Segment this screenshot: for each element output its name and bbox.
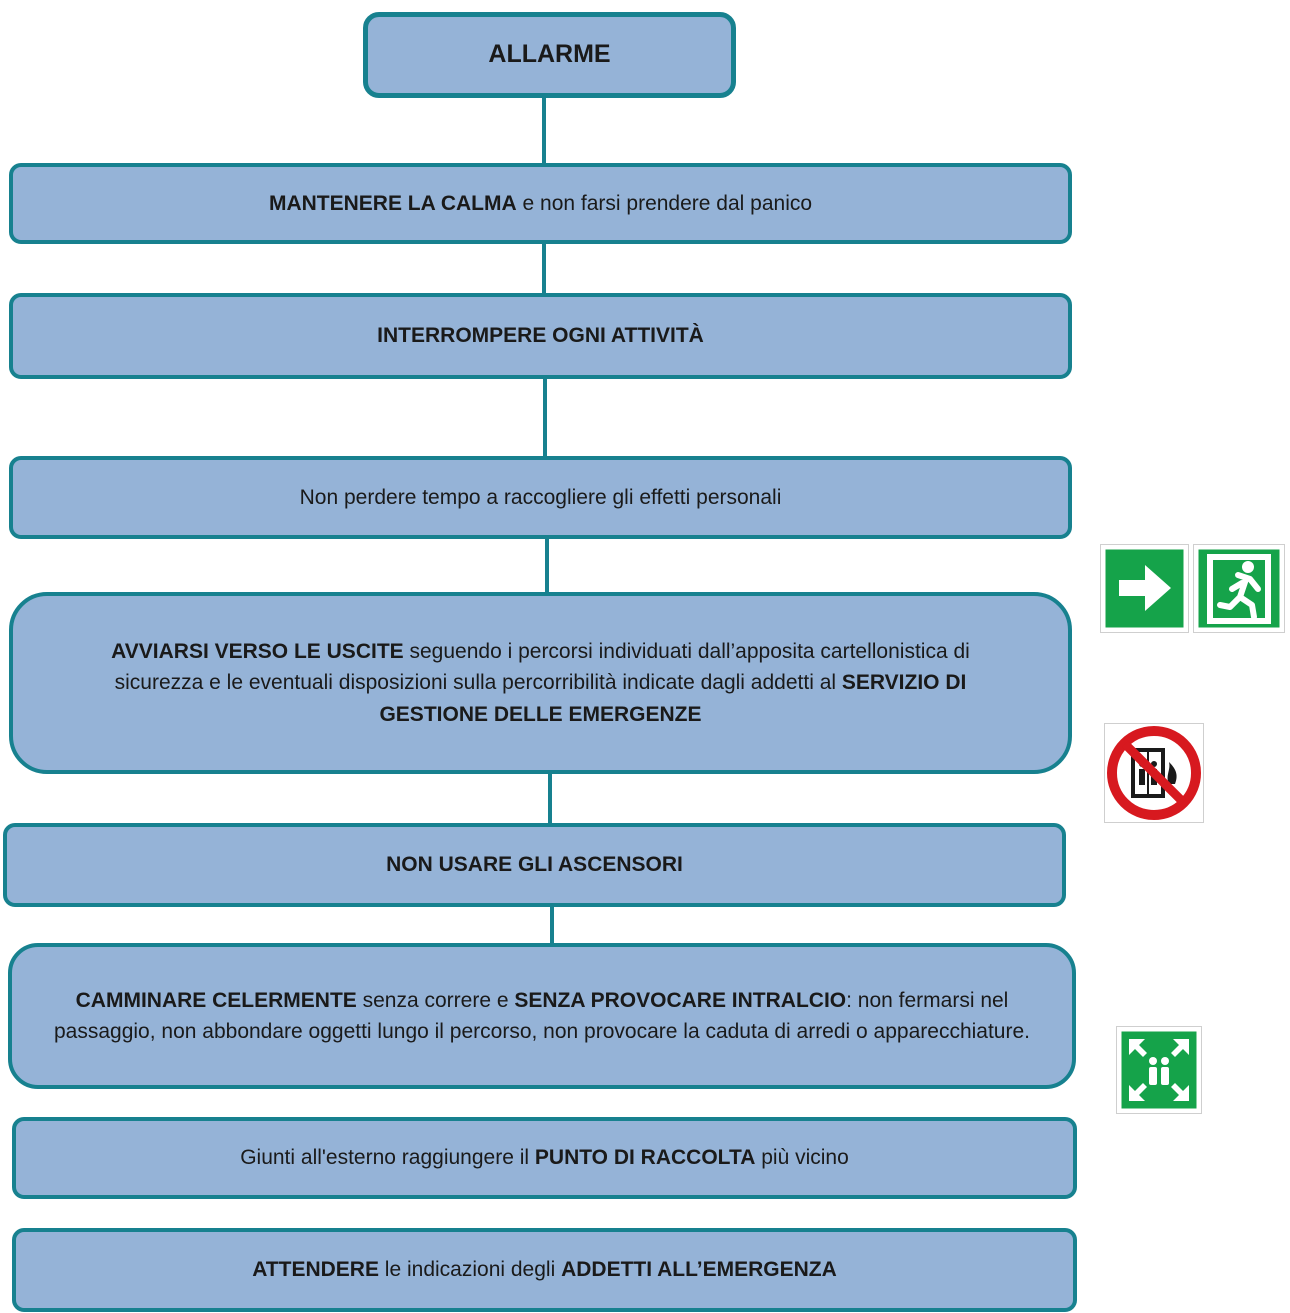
step-text-regular: senza correre e	[356, 988, 515, 1012]
step-text: Giunti all'esterno raggiungere il PUNTO …	[240, 1142, 849, 1174]
alarm-title: ALLARME	[363, 12, 736, 98]
step-box-stop-activities: INTERROMPERE OGNI ATTIVITÀ	[9, 293, 1072, 379]
connector-line	[545, 537, 549, 593]
step-text-bold: ADDETTI ALL’EMERGENZA	[561, 1258, 837, 1282]
emergency-exit-running-man-sign-icon	[1193, 544, 1285, 633]
step-text: AVVIARSI VERSO LE USCITE seguendo i perc…	[103, 636, 978, 731]
step-text-regular: Non perdere tempo a raccogliere gli effe…	[299, 485, 782, 509]
connector-line	[542, 95, 546, 165]
step-text-regular: seguendo i percorsi individuati dall’app…	[114, 639, 970, 695]
step-text-bold: INTERROMPERE OGNI ATTIVITÀ	[377, 324, 704, 348]
step-text-regular: Giunti all'esterno raggiungere il	[240, 1146, 535, 1170]
step-box-no-elevators: NON USARE GLI ASCENSORI	[3, 823, 1066, 907]
step-box-no-personal-items: Non perdere tempo a raccogliere gli effe…	[9, 456, 1072, 539]
step-text: Non perdere tempo a raccogliere gli effe…	[300, 482, 782, 514]
connector-line	[548, 772, 552, 824]
step-text-bold: NON USARE GLI ASCENSORI	[386, 853, 683, 877]
step-text-bold: MANTENERE LA CALMA	[268, 191, 517, 215]
step-box-walk-quickly: CAMMINARE CELERMENTE senza correre e SEN…	[8, 943, 1076, 1089]
no-elevator-in-fire-sign-icon	[1104, 723, 1204, 823]
step-text: MANTENERE LA CALMA e non farsi prendere …	[269, 188, 812, 220]
step-text-bold: PUNTO DI RACCOLTA	[534, 1146, 756, 1170]
step-box-head-to-exits: AVVIARSI VERSO LE USCITE seguendo i perc…	[9, 592, 1072, 774]
step-text: CAMMINARE CELERMENTE senza correre e SEN…	[52, 985, 1032, 1048]
step-text-regular: e non farsi prendere dal panico	[516, 191, 813, 215]
step-box-wait-instructions: ATTENDERE le indicazioni degli ADDETTI A…	[12, 1228, 1077, 1312]
connector-line	[543, 378, 547, 457]
step-text-bold: SENZA PROVOCARE INTRALCIO	[514, 988, 847, 1012]
assembly-point-sign-icon	[1116, 1026, 1202, 1114]
step-box-assembly-point: Giunti all'esterno raggiungere il PUNTO …	[12, 1117, 1077, 1199]
step-text-regular: le indicazioni degli	[378, 1258, 562, 1282]
alarm-title-text: ALLARME	[488, 40, 611, 69]
step-text-regular: : non fermarsi nel passaggio, non abbond…	[54, 988, 1030, 1044]
connector-line	[550, 905, 554, 945]
step-text-regular: più vicino	[755, 1146, 849, 1170]
step-text: NON USARE GLI ASCENSORI	[386, 849, 683, 881]
step-text-bold: AVVIARSI VERSO LE USCITE	[111, 639, 404, 663]
step-text: INTERROMPERE OGNI ATTIVITÀ	[377, 320, 704, 352]
step-text: ATTENDERE le indicazioni degli ADDETTI A…	[252, 1254, 837, 1286]
exit-arrow-sign-icon	[1100, 544, 1189, 633]
step-text-bold: SERVIZIO DI GESTIONE DELLE EMERGENZE	[379, 671, 967, 726]
step-box-keep-calm: MANTENERE LA CALMA e non farsi prendere …	[9, 163, 1072, 244]
connector-line	[542, 242, 546, 294]
step-text-bold: CAMMINARE CELERMENTE	[75, 988, 357, 1012]
step-text-bold: ATTENDERE	[252, 1258, 379, 1282]
